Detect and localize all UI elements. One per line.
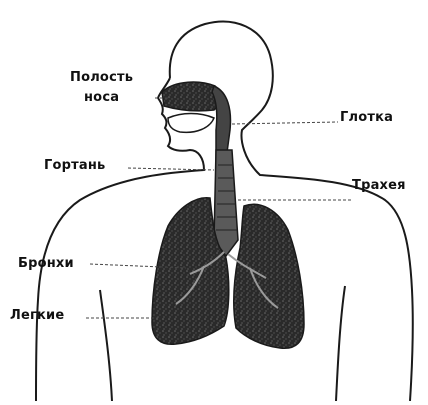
- label-lungs: Легкие: [10, 308, 64, 324]
- right-arm-line: [336, 286, 345, 401]
- label-nasal-cavity-line1: Полость: [70, 70, 133, 86]
- label-larynx: Гортань: [44, 158, 105, 174]
- label-pharynx: Глотка: [340, 110, 393, 126]
- left-arm-line: [100, 290, 112, 401]
- nasal-cavity: [162, 82, 220, 111]
- right-lung: [234, 204, 304, 348]
- label-trachea: Трахея: [352, 178, 406, 194]
- label-nasal-cavity-line2: носа: [84, 90, 119, 106]
- pharynx: [212, 86, 230, 160]
- oral-cavity: [168, 114, 214, 133]
- label-bronchi: Бронхи: [18, 256, 74, 272]
